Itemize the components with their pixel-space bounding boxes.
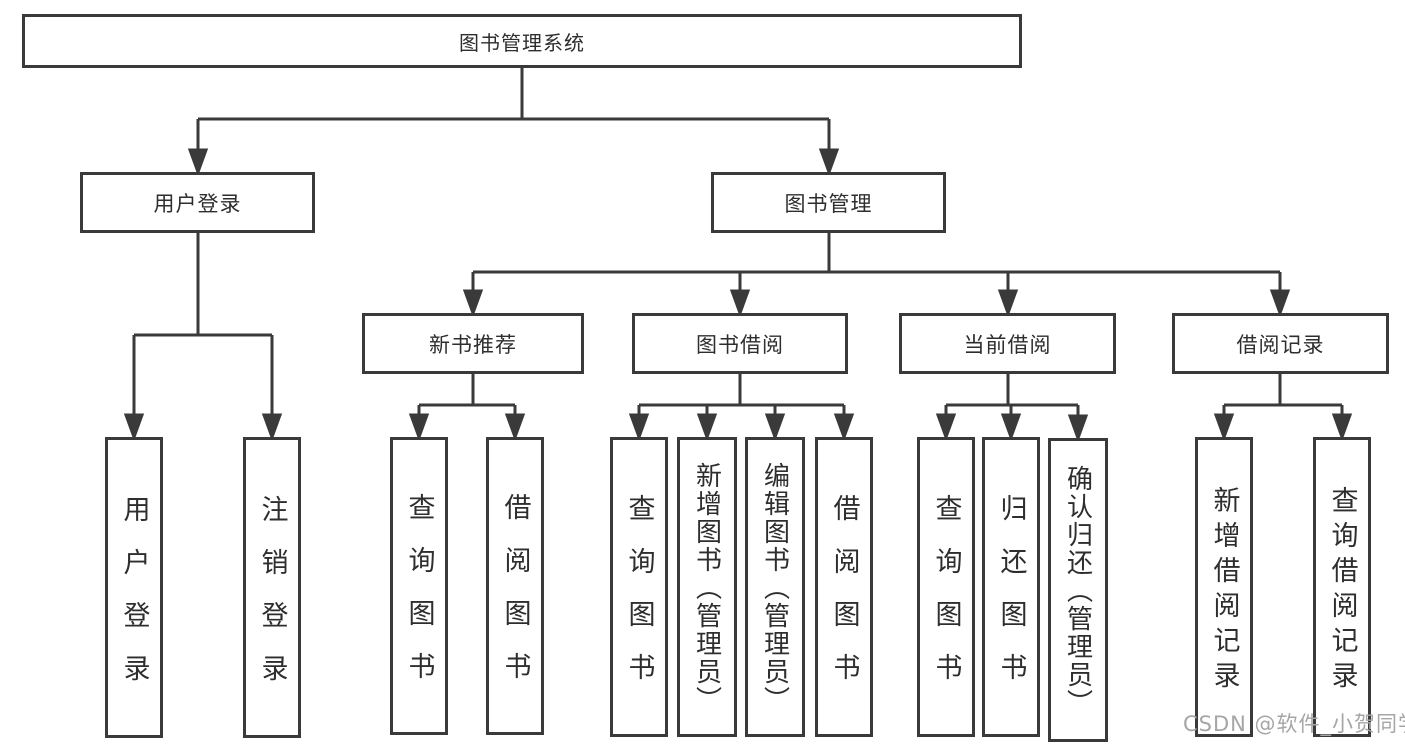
node-label: 新增图书（管理员） [691,462,722,714]
node-return-book: 归还图书 [982,437,1040,737]
arrowhead [764,413,786,442]
node-label: 用户登录 [118,494,150,707]
node-label: 用户登录 [153,191,242,216]
node-borrow-books-recommend: 借阅图书 [486,437,544,735]
node-edit-book-admin: 编辑图书（管理员） [745,437,805,737]
node-label: 查询图书 [403,493,435,705]
node-label: 查询图书 [623,494,655,706]
node-label: 借阅图书 [828,494,860,706]
node-label: 确认归还（管理员） [1062,465,1093,717]
arrowhead [935,413,957,442]
node-label: 注销登录 [256,494,288,707]
arrowhead [1067,414,1089,443]
node-label: 借阅图书 [499,493,531,705]
arrowhead [408,413,430,442]
node-borrow-book-leaf: 借阅图书 [815,437,873,737]
node-label: 借阅记录 [1236,332,1325,357]
arrowhead [1269,289,1291,318]
node-borrowing-records: 借阅记录 [1172,313,1389,374]
node-label: 图书借阅 [696,332,784,357]
node-label: 新增借阅记录 [1208,486,1240,696]
node-query-books-recommend: 查询图书 [390,437,448,735]
node-query-books-current: 查询图书 [917,437,975,737]
node-add-book-admin: 新增图书（管理员） [677,437,737,737]
arrowhead [123,413,145,442]
arrowhead [628,413,650,442]
node-current-borrowing: 当前借阅 [899,313,1116,374]
arrowhead [729,289,751,318]
node-add-borrow-record: 新增借阅记录 [1195,437,1253,737]
arrowhead [504,413,526,442]
arrowhead [1213,413,1235,442]
arrowhead [1000,413,1022,442]
arrowhead [818,148,840,177]
arrowhead [462,289,484,318]
node-query-borrow-record: 查询借阅记录 [1313,437,1371,737]
arrowhead [696,413,718,442]
node-label: 查询借阅记录 [1326,486,1358,696]
node-user-login-leaf: 用户登录 [105,437,163,738]
node-logout-leaf: 注销登录 [243,437,301,738]
node-user-login: 用户登录 [80,172,315,233]
arrowhead [997,289,1019,318]
node-book-borrowing: 图书借阅 [632,313,848,374]
node-library-system: 图书管理系统 [22,14,1022,68]
arrowhead [187,148,209,177]
node-label: 新书推荐 [429,332,517,357]
node-new-book-recommendation: 新书推荐 [362,313,584,374]
node-label: 归还图书 [995,494,1027,706]
arrowhead [833,413,855,442]
node-label: 图书管理系统 [459,30,585,55]
node-label: 查询图书 [930,494,962,706]
node-confirm-return-admin: 确认归还（管理员） [1048,438,1108,742]
arrowhead [1331,413,1353,442]
node-label: 当前借阅 [963,332,1052,357]
node-book-management: 图书管理 [711,172,946,233]
node-label: 编辑图书（管理员） [759,462,790,714]
node-label: 图书管理 [784,191,873,216]
node-query-books-borrowing: 查询图书 [610,437,668,737]
arrowhead [261,413,283,442]
csdn-watermark: CSDN @软件_小贺同学 [1183,712,1405,736]
